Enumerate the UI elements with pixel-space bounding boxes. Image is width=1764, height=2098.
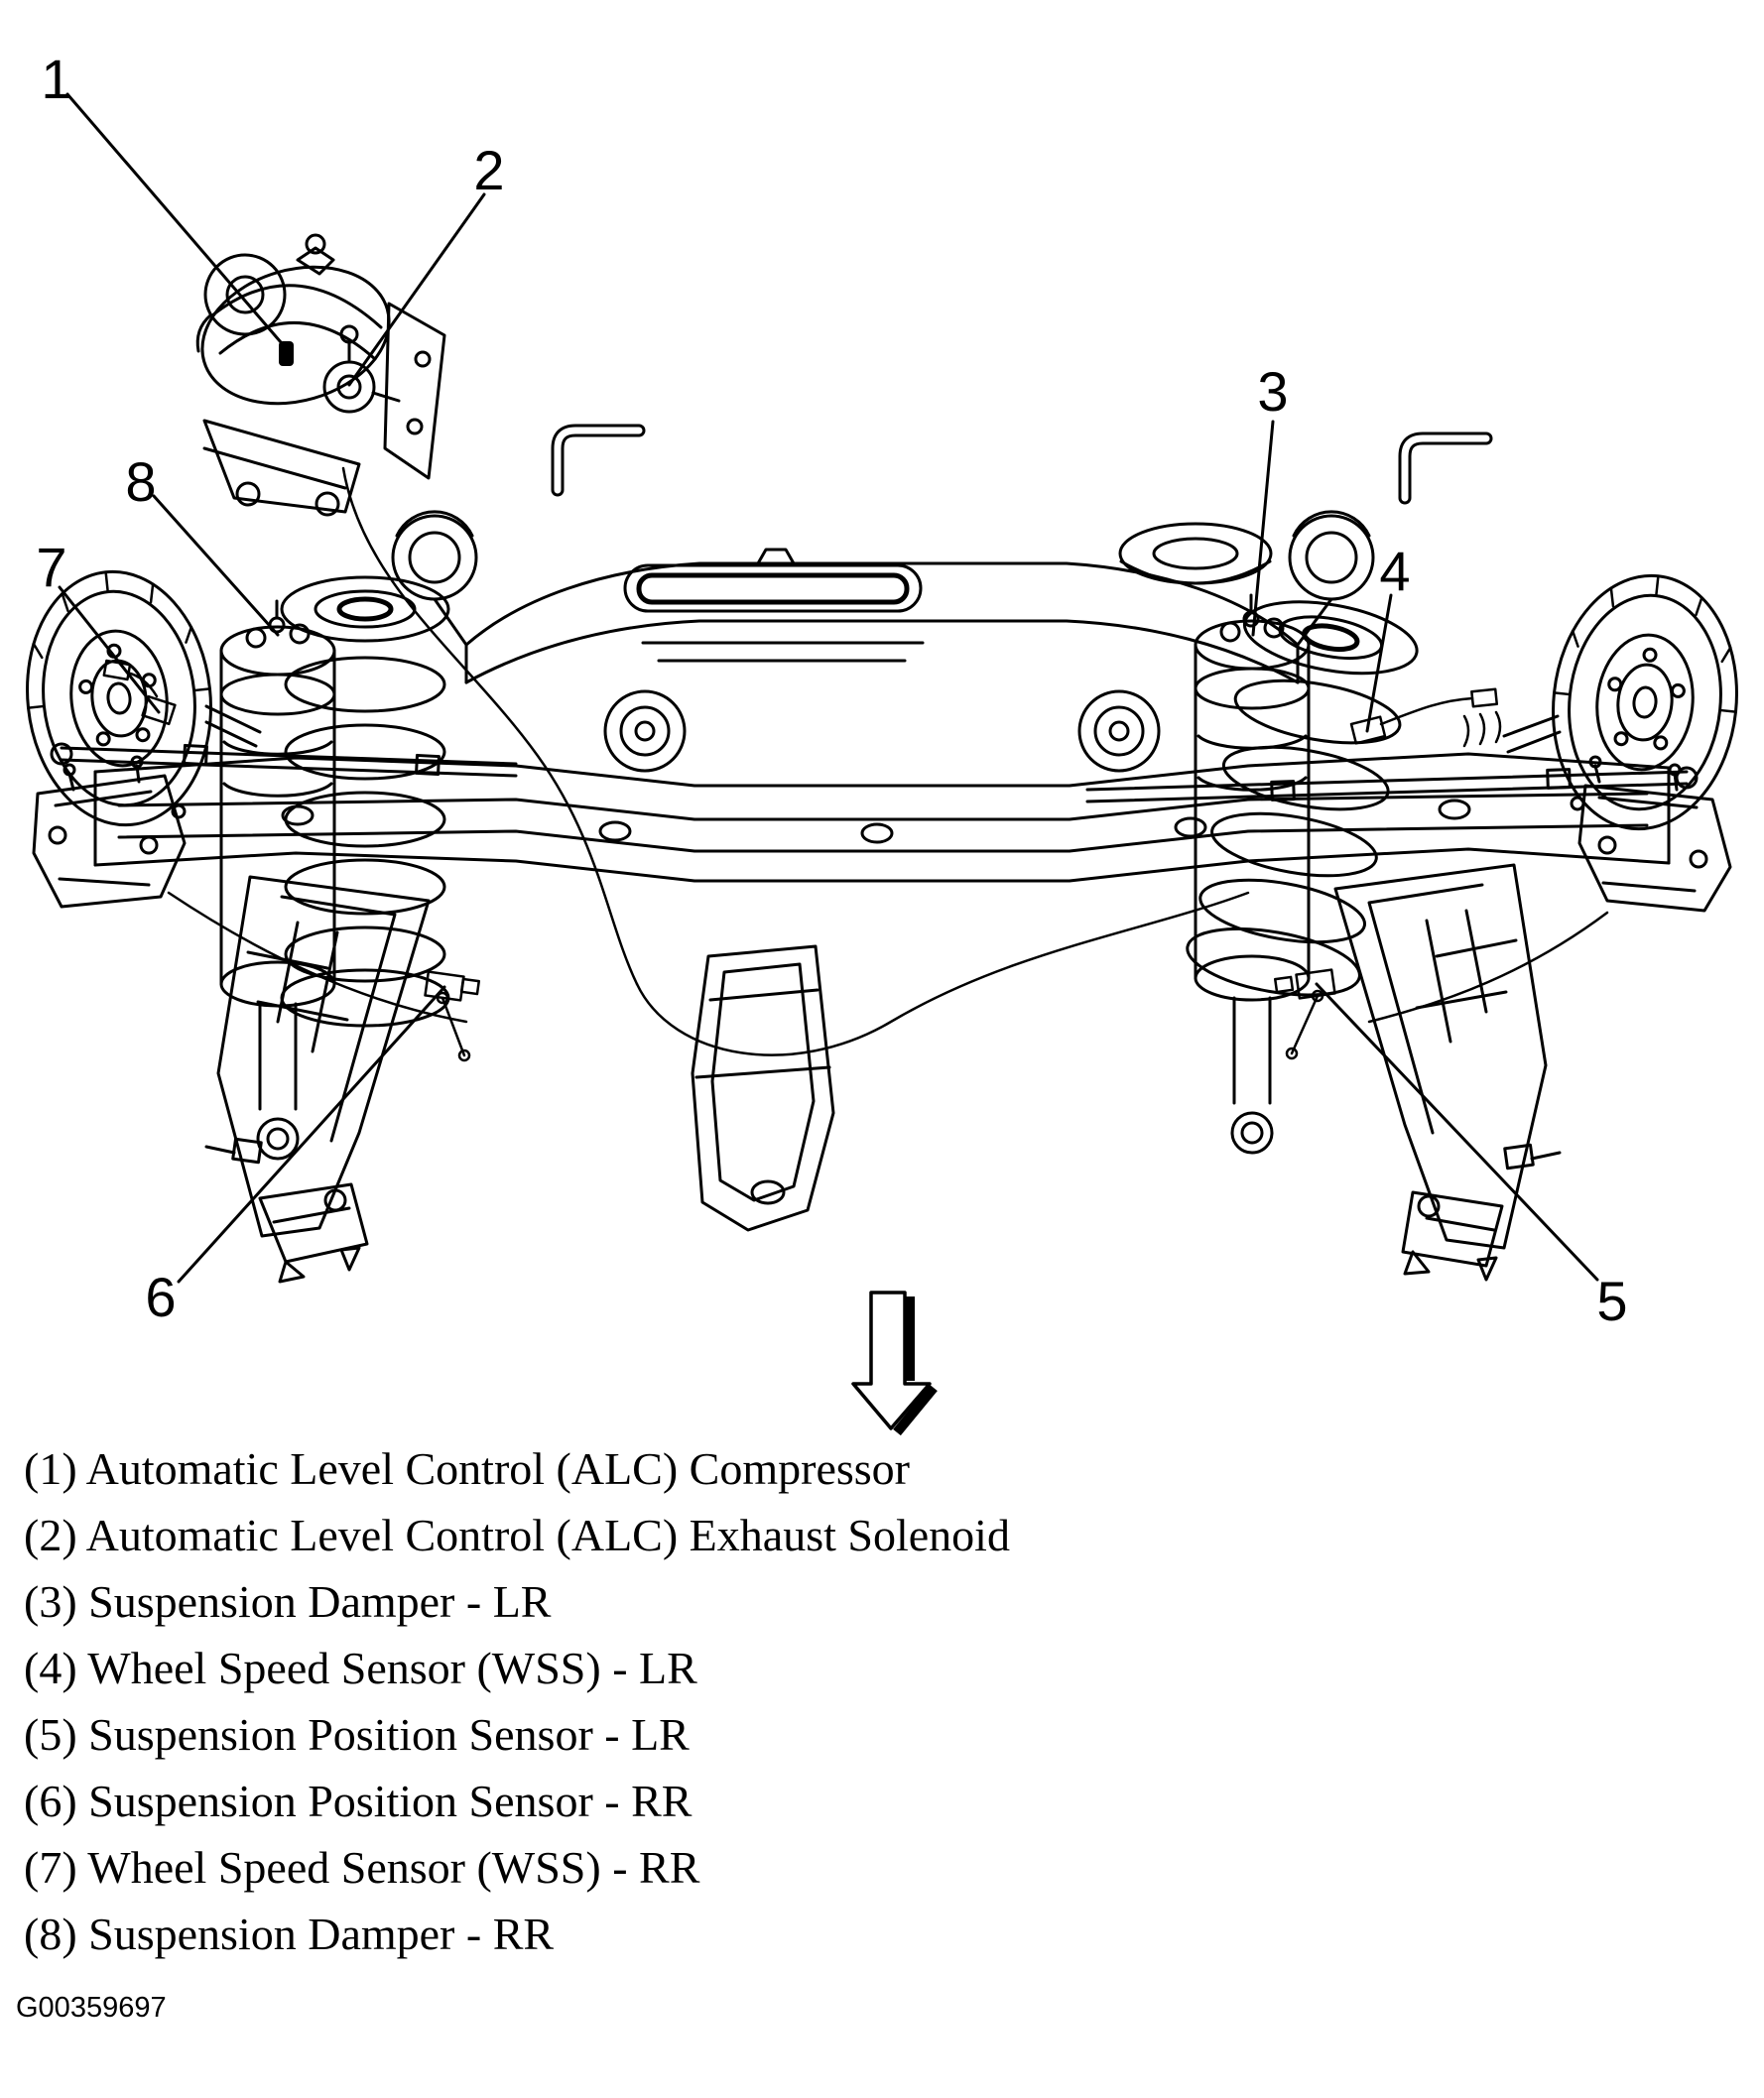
parts-legend: (1) Automatic Level Control (ALC) Compre… — [24, 1435, 1512, 1967]
callout-8: 8 — [125, 450, 157, 513]
legend-item-2: (2) Automatic Level Control (ALC) Exhaus… — [24, 1510, 1010, 1560]
center-bracket-drawing — [691, 944, 835, 1232]
wss-lr-drawing — [1349, 687, 1499, 745]
legend-item-4: (4) Wheel Speed Sensor (WSS) - LR — [24, 1643, 697, 1693]
rr-damper-drawing — [219, 599, 336, 1161]
rr-brake-drawing — [26, 569, 518, 1024]
lr-brake-drawing — [1085, 573, 1738, 1024]
callout-4: 4 — [1379, 540, 1411, 602]
subframe-upper-beam-drawing — [433, 548, 1333, 684]
callout-3: 3 — [1257, 360, 1289, 423]
legend-item-7: (7) Wheel Speed Sensor (WSS) - RR — [24, 1842, 700, 1893]
figure-id: G00359697 — [16, 1992, 167, 2024]
callout-5: 5 — [1596, 1270, 1628, 1332]
legend-item-8: (8) Suspension Damper - RR — [24, 1909, 555, 1959]
down-arrow-icon — [851, 1291, 938, 1436]
position-sensor-lr-drawing — [1273, 968, 1336, 1060]
left-spring-drawing — [280, 575, 450, 1028]
legend-item-6: (6) Suspension Position Sensor - RR — [24, 1776, 693, 1826]
wss-rr-drawing — [102, 659, 177, 726]
leader-lines — [58, 92, 1599, 1284]
right-spring-drawing — [1118, 522, 1419, 997]
callout-1: 1 — [41, 48, 72, 110]
callout-7: 7 — [36, 536, 67, 598]
bushing-mounts-drawing — [391, 510, 1375, 773]
legend-item-1: (1) Automatic Level Control (ALC) Compre… — [24, 1443, 911, 1494]
alc-compressor-drawing — [195, 233, 446, 517]
position-sensor-rr-drawing — [424, 970, 481, 1062]
callout-6: 6 — [145, 1266, 177, 1328]
legend-item-5: (5) Suspension Position Sensor - LR — [24, 1709, 690, 1760]
frame-hooks-drawing — [551, 424, 1493, 505]
subframe-lower-beam-drawing — [93, 752, 1671, 883]
right-arm-drawing — [1333, 863, 1562, 1282]
callout-2: 2 — [473, 139, 505, 201]
legend-item-3: (3) Suspension Damper - LR — [24, 1576, 552, 1627]
